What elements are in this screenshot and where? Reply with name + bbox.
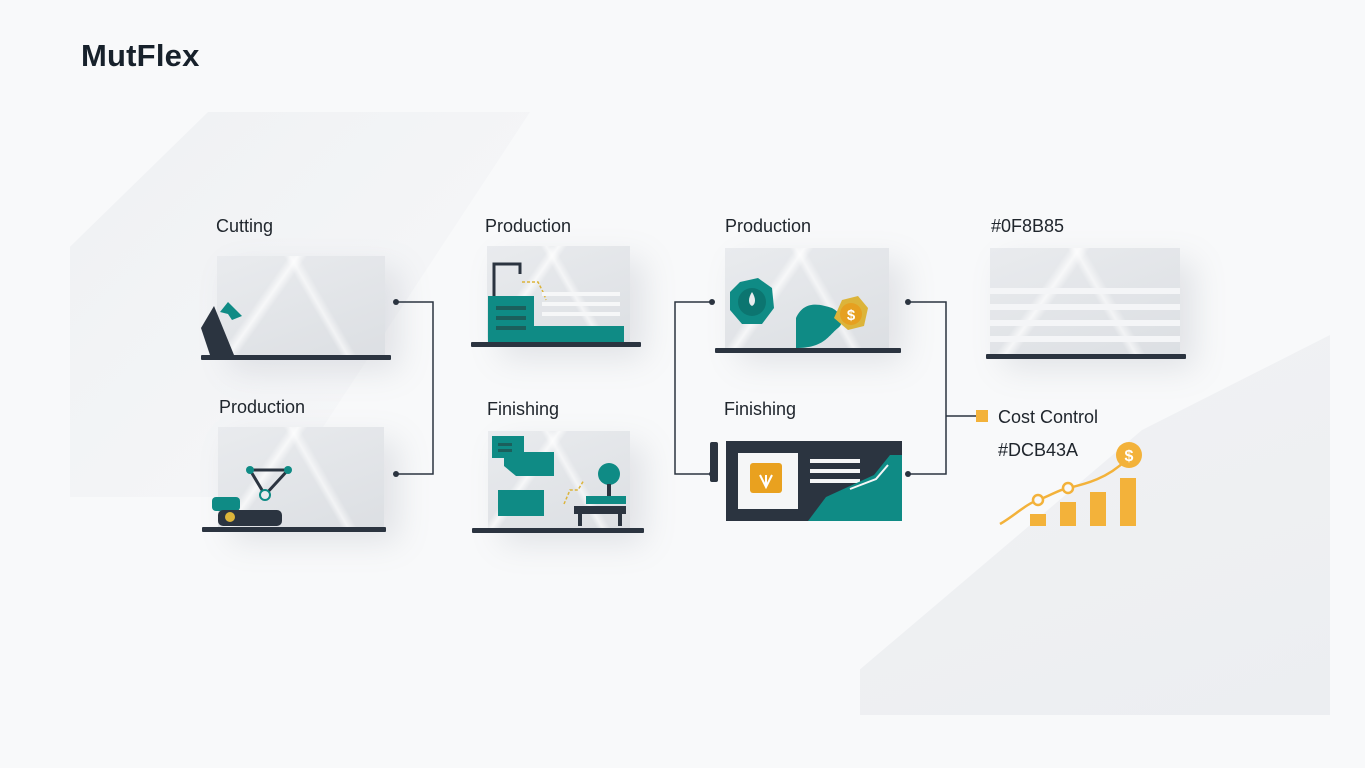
card-cutting <box>217 256 385 356</box>
shelf-production-1 <box>202 527 386 532</box>
label-finishing-1: Finishing <box>487 399 560 419</box>
label-finishing-2: Finishing <box>724 399 797 419</box>
coin-process-icon: $ <box>730 278 868 348</box>
label-cost-control: Cost Control <box>998 407 1099 427</box>
dollar-coin-icon: $ <box>1116 442 1142 468</box>
label-cutting: Cutting <box>216 216 274 236</box>
brand-title: MutFlex <box>81 38 200 73</box>
finishing-panel-icon <box>726 441 902 521</box>
label-gold-hex: #DCB43A <box>998 440 1079 460</box>
label-production-2: Production <box>485 216 572 236</box>
svg-text:$: $ <box>847 307 856 324</box>
shelf-cutting <box>201 355 391 360</box>
card-stripe <box>990 336 1180 342</box>
panel-cap <box>710 442 718 482</box>
robot-arm-icon <box>212 466 292 526</box>
shelf-production-2 <box>471 342 641 347</box>
card-stripe <box>990 320 1180 326</box>
assembly-station-icon <box>492 436 626 526</box>
connector-col3-cost <box>905 299 988 477</box>
card-stripe <box>990 304 1180 310</box>
cutting-icon <box>201 302 242 355</box>
shelf-finishing-1 <box>472 528 644 533</box>
card-teal-hex <box>990 248 1180 354</box>
label-production-1: Production <box>219 397 306 417</box>
label-production-3: Production <box>725 216 812 236</box>
label-teal-hex: #0F8B85 <box>991 216 1065 236</box>
production-machine-icon <box>488 262 624 342</box>
card-stripe <box>990 288 1180 294</box>
growth-chart-icon <box>999 459 1136 526</box>
shelf-teal-hex <box>986 354 1186 359</box>
svg-text:$: $ <box>1125 448 1134 465</box>
connector-col1 <box>393 299 434 477</box>
shelf-production-3 <box>715 348 901 353</box>
